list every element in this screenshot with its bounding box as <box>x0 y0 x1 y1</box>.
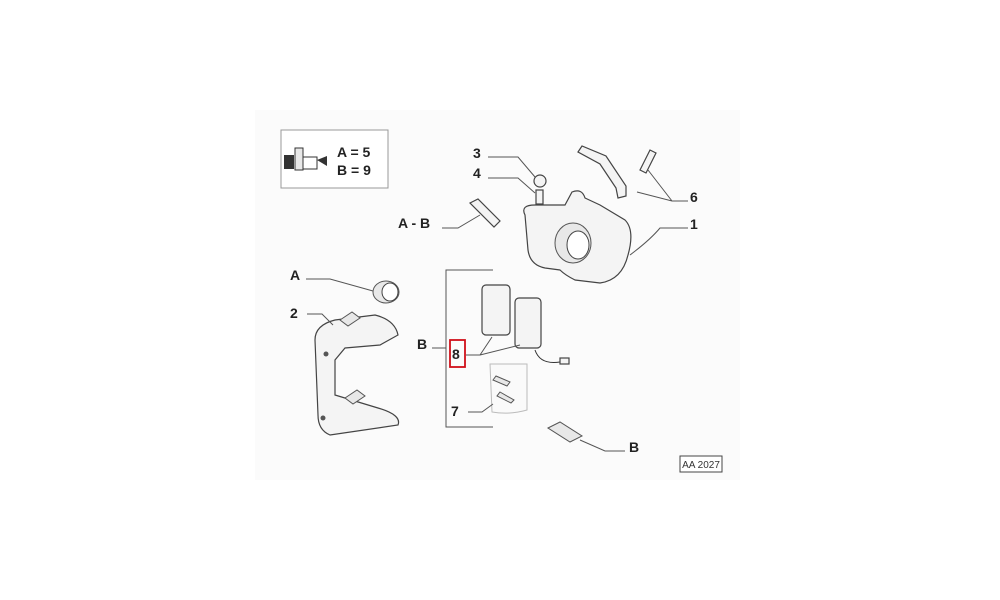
callout-a-b: A - B <box>398 215 430 231</box>
callout-3: 3 <box>473 145 481 161</box>
part-7-pin-kit: 7 <box>451 363 528 419</box>
part-8-brake-pads: 8 <box>449 284 570 368</box>
callout-1: 1 <box>690 216 698 232</box>
callout-b-kit: B <box>417 336 427 352</box>
part-4-bleeder-screw: 4 <box>473 165 544 205</box>
callout-7: 7 <box>451 403 459 419</box>
callout-6: 6 <box>690 189 698 205</box>
callout-b-clip: B <box>629 439 639 455</box>
callout-2: 2 <box>290 305 298 321</box>
diagram-code-box: AA 2027 <box>679 455 723 473</box>
highlight-box <box>449 339 466 368</box>
part-a-bushing: A <box>290 267 400 304</box>
legend-line-b: B = 9 <box>337 162 371 178</box>
kit-b-bracket: B <box>417 269 493 428</box>
part-2-caliper-carrier: 2 <box>290 305 400 436</box>
callout-a: A <box>290 267 300 283</box>
part-1-caliper: 1 <box>523 190 698 284</box>
part-a-b-bolt: A - B <box>398 198 501 231</box>
part-3-nut: 3 <box>473 145 547 188</box>
diagram-code: AA 2027 <box>682 460 720 471</box>
legend-line-a: A = 5 <box>337 144 371 160</box>
part-6-bracket-and-bolt: 6 <box>577 145 698 205</box>
torque-legend: A = 5 B = 9 <box>280 129 389 189</box>
callout-8: 8 <box>452 346 460 362</box>
torque-wrench-icon <box>284 147 327 171</box>
part-b-clip: B <box>546 421 639 455</box>
callout-4: 4 <box>473 165 481 181</box>
